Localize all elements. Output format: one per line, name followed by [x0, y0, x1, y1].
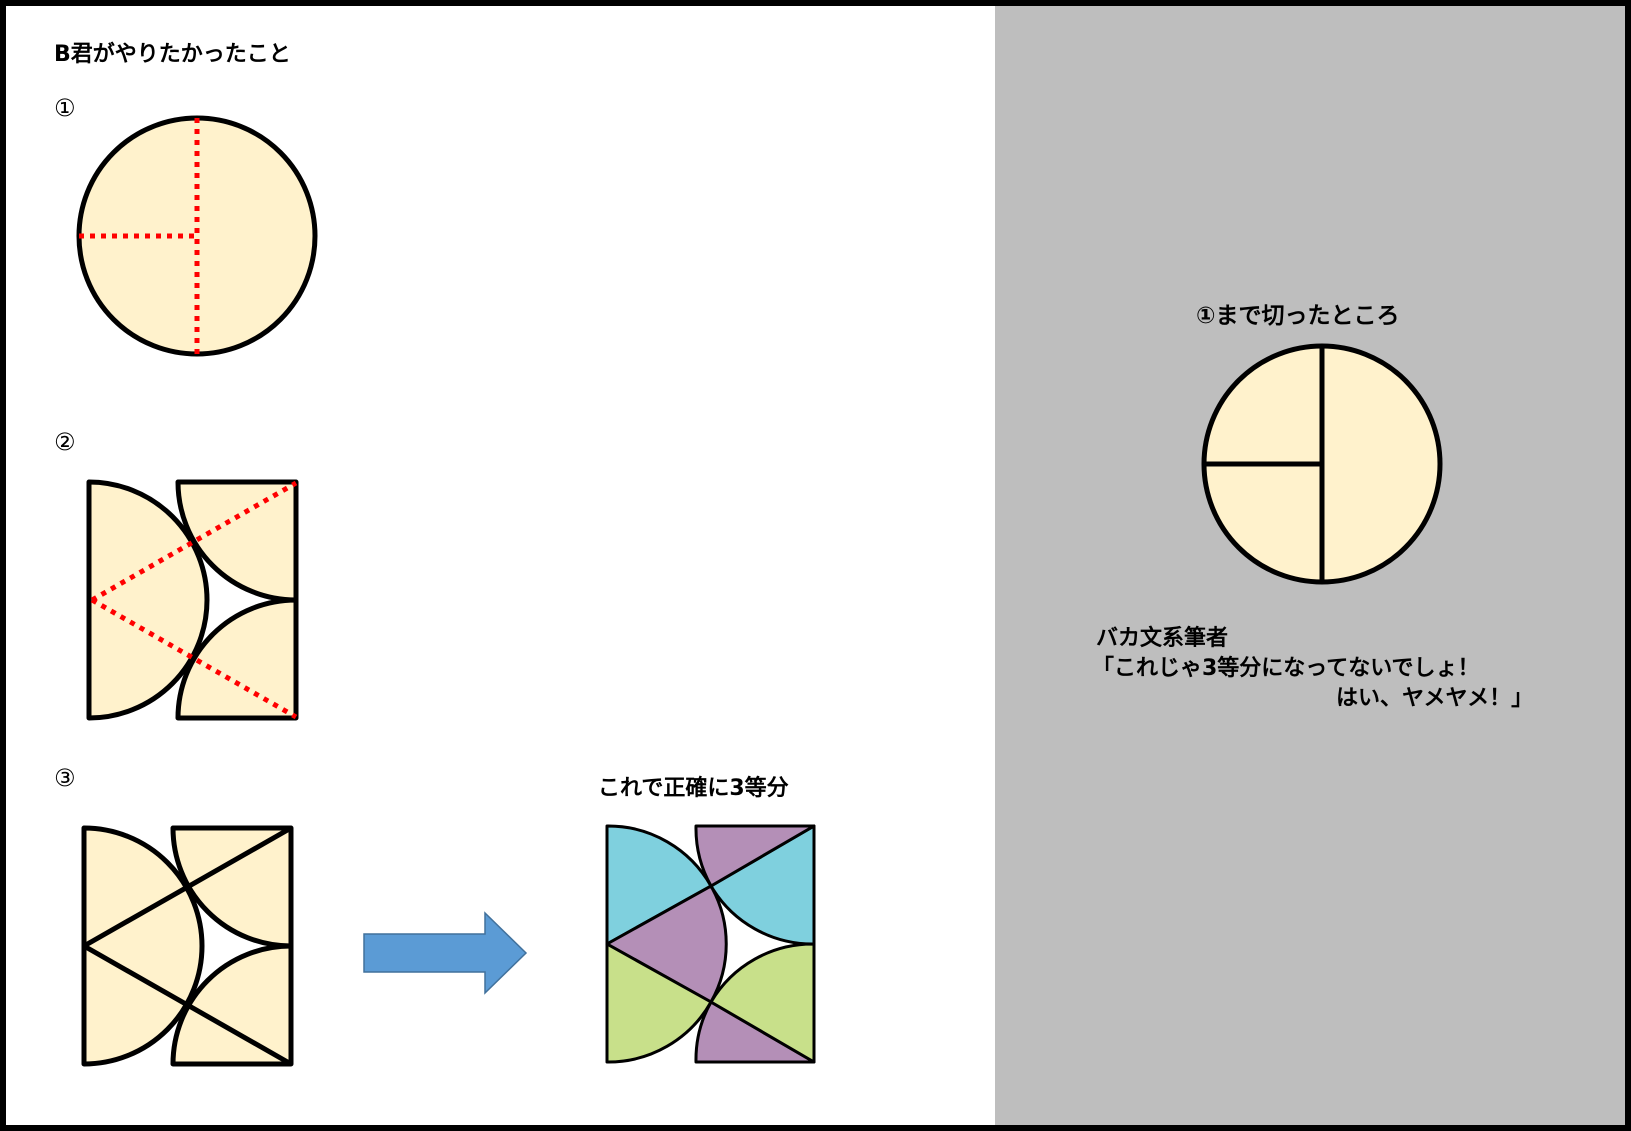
green-piece-right	[709, 942, 816, 1064]
quote-speaker: バカ文系筆者	[1096, 626, 1229, 651]
quarter-piece-bottom	[170, 943, 294, 1067]
half-circle-piece	[81, 825, 205, 1067]
green-piece-left	[605, 942, 713, 1064]
step-3-label: ③	[54, 764, 76, 792]
step-1-label: ①	[54, 94, 76, 122]
step2-rearranged-figure	[86, 479, 299, 721]
cut-circle-figure	[1201, 343, 1443, 585]
black-cut-line-lower	[82, 943, 293, 1067]
black-cut-line-upper	[82, 825, 293, 949]
step1-circle-figure	[76, 115, 318, 357]
right-panel-caption: ①まで切ったところ	[1196, 303, 1400, 329]
page-title: B君がやりたかったこと	[54, 42, 291, 67]
half-circle-piece	[86, 479, 210, 721]
diagram-svg	[76, 115, 1443, 1067]
result-colored-figure	[605, 824, 816, 1064]
purple-piece-top	[694, 824, 816, 888]
quote-line-2: はい、ヤメヤメ！」	[1336, 686, 1534, 711]
right-arrow	[363, 911, 528, 995]
step-2-label: ②	[54, 428, 76, 456]
quarter-piece-bottom	[175, 597, 299, 721]
result-label: これで正確に3等分	[598, 776, 789, 801]
step3-cut-figure	[81, 825, 294, 1067]
quote-line-1: 「これじゃ3等分になってないでしょ！	[1092, 656, 1480, 681]
